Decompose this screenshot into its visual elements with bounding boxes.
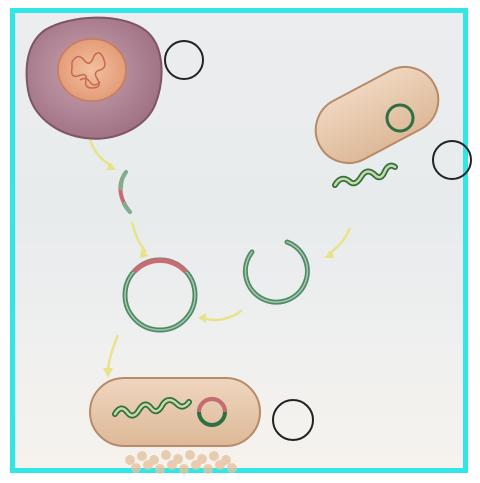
cell-nucleus	[58, 39, 126, 101]
answer-circle-2[interactable]	[433, 141, 471, 179]
answer-circle-3[interactable]	[273, 400, 313, 440]
human-cell	[27, 18, 162, 139]
bacterial-colony	[125, 450, 237, 474]
arrow-fragment-to-plasmid	[132, 222, 146, 252]
open-plasmid	[245, 242, 307, 302]
bacterium-donor	[304, 55, 450, 185]
gene-fragment	[120, 172, 130, 212]
answer-circle-1[interactable]	[165, 41, 203, 79]
bacterium-recipient	[90, 378, 260, 446]
arrow-plasmid-to-recipient	[108, 335, 118, 372]
arrow-bacterium-to-open-plasmid	[328, 228, 350, 254]
arrow-open-to-recombinant	[203, 310, 242, 320]
recombinant-plasmid	[125, 260, 195, 330]
